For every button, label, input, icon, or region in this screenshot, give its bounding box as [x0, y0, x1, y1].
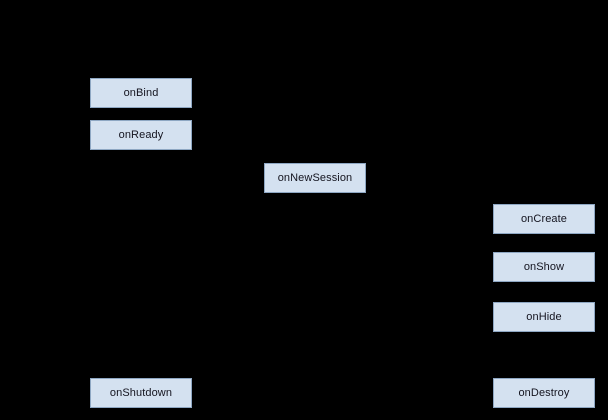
- diagram-node-label: onDestroy: [518, 386, 570, 399]
- diagram-node-label: onShow: [523, 260, 565, 273]
- diagram-node-label: onShutdown: [109, 386, 173, 399]
- diagram-node-ondestroy[interactable]: onDestroy: [493, 378, 595, 408]
- diagram-node-onhide[interactable]: onHide: [493, 302, 595, 332]
- diagram-node-onready[interactable]: onReady: [90, 120, 192, 150]
- diagram-node-label: onHide: [526, 310, 562, 323]
- diagram-node-label: onNewSession: [277, 171, 353, 184]
- diagram-node-onbind[interactable]: onBind: [90, 78, 192, 108]
- diagram-node-label: onReady: [118, 128, 164, 141]
- diagram-node-onshutdown[interactable]: onShutdown: [90, 378, 192, 408]
- diagram-node-label: onBind: [123, 86, 159, 99]
- diagram-node-onnewsession[interactable]: onNewSession: [264, 163, 366, 193]
- diagram-node-oncreate[interactable]: onCreate: [493, 204, 595, 234]
- diagram-node-label: onCreate: [520, 212, 568, 225]
- diagram-node-onshow[interactable]: onShow: [493, 252, 595, 282]
